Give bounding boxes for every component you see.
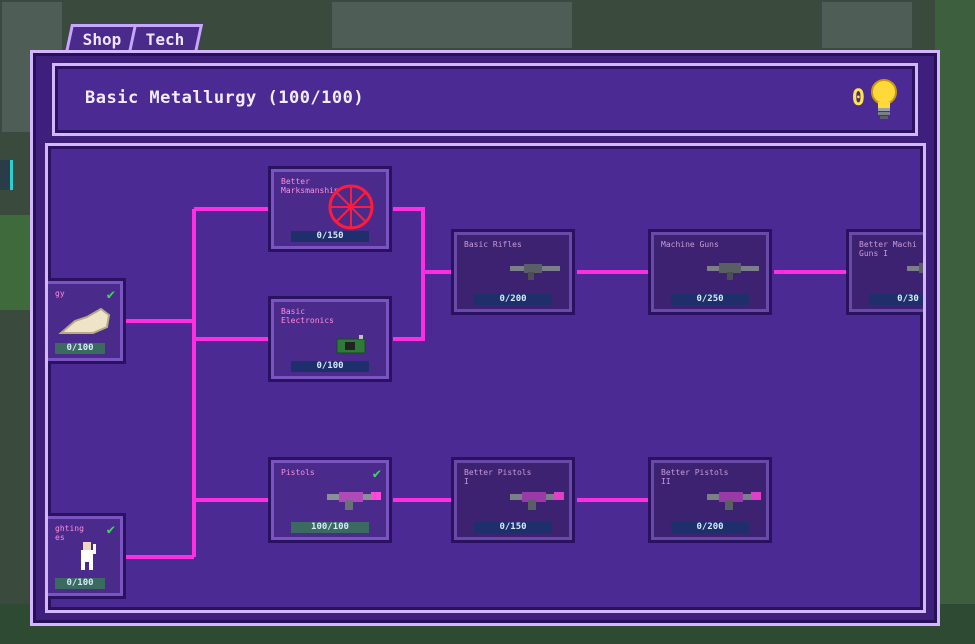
arm-icon bbox=[58, 307, 111, 334]
tech-node-better-machine-guns[interactable]: Better Machi Guns I 0/30 bbox=[846, 229, 923, 315]
tech-tree: gy ✔ 0/100 ghting es ✔ 0/100 Better Mark… bbox=[45, 143, 926, 613]
tech-node-basic-rifles[interactable]: Basic Rifles 0/200 bbox=[451, 229, 575, 315]
tab-tech[interactable]: Tech bbox=[127, 24, 203, 53]
check-icon: ✔ bbox=[106, 522, 115, 538]
check-icon: ✔ bbox=[106, 287, 115, 303]
tech-node-fighting[interactable]: ghting es ✔ 0/100 bbox=[48, 513, 126, 599]
tech-node-machine-guns[interactable]: Machine Guns 0/250 bbox=[648, 229, 772, 315]
tech-node-better-pistols-2[interactable]: Better Pistols II 0/200 bbox=[648, 457, 772, 543]
pistol-icon bbox=[327, 492, 381, 510]
tree-connections bbox=[120, 207, 846, 559]
pistol-icon bbox=[510, 492, 564, 510]
rifle-icon bbox=[510, 264, 560, 280]
crosshair-icon bbox=[328, 184, 374, 230]
tech-node-better-marksmanship[interactable]: Better Marksmanship 0/150 bbox=[268, 166, 392, 252]
tech-node-metallurgy[interactable]: gy ✔ 0/100 bbox=[48, 278, 126, 364]
lightbulb-icon bbox=[871, 79, 897, 119]
circuit-chip-icon bbox=[336, 335, 366, 354]
lamp bbox=[0, 160, 13, 190]
check-icon: ✔ bbox=[372, 466, 381, 482]
research-points: 0 bbox=[851, 86, 865, 111]
tech-node-better-pistols-1[interactable]: Better Pistols I 0/150 bbox=[451, 457, 575, 543]
research-header: Basic Metallurgy (100/100) 0 bbox=[52, 63, 918, 136]
character-icon bbox=[81, 542, 96, 570]
current-research-title: Basic Metallurgy (100/100) bbox=[85, 88, 365, 108]
tech-node-pistols[interactable]: Pistols ✔ 100/100 bbox=[268, 457, 392, 543]
machine-gun-icon bbox=[707, 263, 759, 280]
machine-gun-icon bbox=[907, 263, 923, 273]
pistol-icon bbox=[707, 492, 761, 510]
tech-node-basic-electronics[interactable]: Basic Electronics 0/100 bbox=[268, 296, 392, 382]
